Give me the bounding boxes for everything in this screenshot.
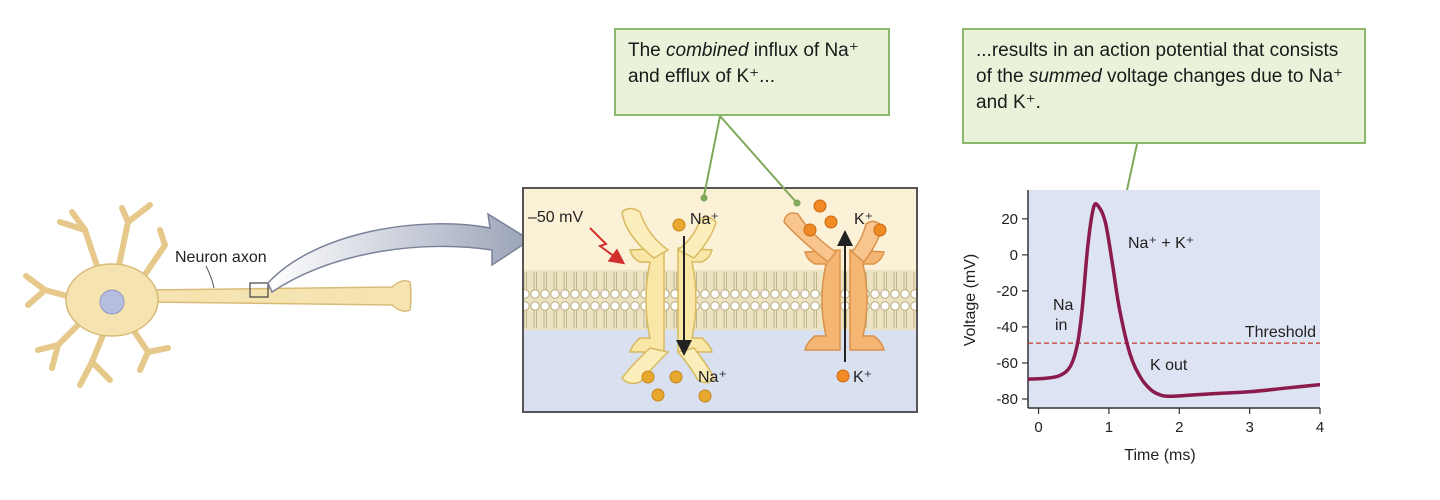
plot-background <box>1028 190 1320 408</box>
sodium-channel <box>621 207 717 385</box>
callout-right-emphasis: summed <box>1028 66 1102 87</box>
x-axis-ticks: 0 1 2 3 4 <box>1034 408 1324 436</box>
nucleus <box>99 289 125 315</box>
y-tick-label: 0 <box>1010 247 1018 264</box>
y-axis-ticks: 20 0 -20 -40 -60 -80 <box>996 211 1028 408</box>
na-intracellular-label: Na⁺ <box>698 369 727 386</box>
callout-summed-voltage: ...results in an action potential that c… <box>962 28 1366 144</box>
callout-left-text-1: The <box>628 40 667 61</box>
callout-left-emphasis: combined <box>666 40 749 61</box>
membrane-panel: –50 mV Na⁺ Na⁺ K⁺ K⁺ <box>522 187 918 413</box>
callout-right-text-1: ...results in an action potential that c… <box>976 40 1339 87</box>
y-tick-label: -80 <box>996 391 1018 408</box>
x-tick-label: 4 <box>1316 419 1324 436</box>
membrane-panel-border <box>522 187 918 413</box>
zoom-arrow <box>267 212 532 294</box>
axon-label: Neuron axon <box>175 249 267 266</box>
voltage-lightning-arrow <box>589 227 626 265</box>
axon-zoom-box <box>249 282 269 298</box>
y-tick-label: 20 <box>1001 211 1018 228</box>
x-tick-label: 1 <box>1105 419 1113 436</box>
na-in-annotation-line1: Na <box>1053 297 1074 314</box>
action-potential-trace <box>1027 201 1321 399</box>
callout-right-text-2: voltage changes due to Na⁺ and K⁺. <box>976 66 1344 113</box>
k-out-annotation: K out <box>1150 357 1188 374</box>
na-in-annotation-line2: in <box>1055 317 1067 334</box>
y-tick-label: -40 <box>996 319 1018 336</box>
x-tick-label: 0 <box>1034 419 1042 436</box>
x-tick-label: 2 <box>1175 419 1183 436</box>
na-extracellular-label: Na⁺ <box>690 211 719 228</box>
membrane-voltage-label: –50 mV <box>528 209 583 226</box>
axon-label-leader <box>205 265 215 289</box>
potassium-channel <box>783 212 885 351</box>
y-tick-label: -60 <box>996 355 1018 372</box>
callout-left-text-2: influx of Na⁺ and efflux of K⁺... <box>628 40 859 87</box>
y-axis-label: Voltage (mV) <box>962 254 979 346</box>
x-tick-label: 3 <box>1245 419 1253 436</box>
callout-combined-influx: The combined influx of Na⁺ and efflux of… <box>614 28 890 116</box>
action-potential-chart: 20 0 -20 -40 -60 -80 0 1 2 3 4 Threshold Time (ms… <box>962 190 1324 464</box>
k-intracellular-label: K⁺ <box>853 369 872 386</box>
sodium-ions <box>641 218 712 403</box>
threshold-label: Threshold <box>1245 324 1316 341</box>
potassium-ions <box>803 199 887 383</box>
neuron: Neuron axon <box>23 202 412 388</box>
k-extracellular-label: K⁺ <box>854 211 873 228</box>
peak-annotation: Na⁺ + K⁺ <box>1128 235 1194 252</box>
x-axis-label: Time (ms) <box>1124 447 1195 464</box>
axon <box>149 280 412 312</box>
y-tick-label: -20 <box>996 283 1018 300</box>
